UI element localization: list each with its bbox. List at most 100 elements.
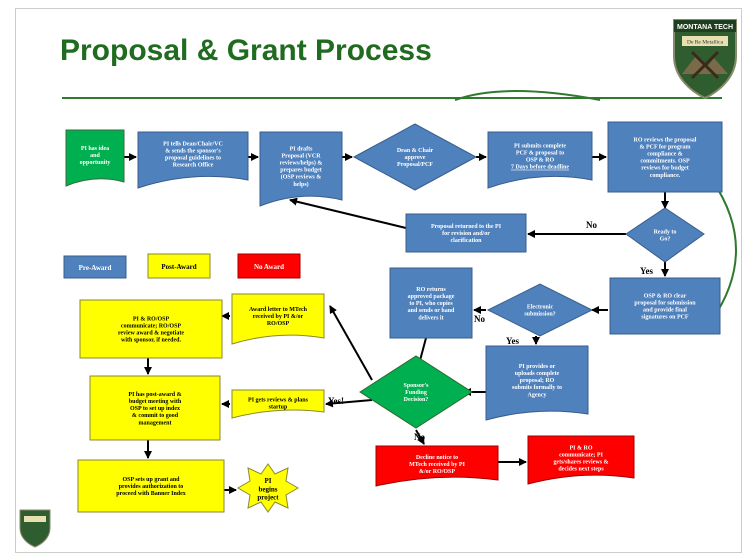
node-label-line: budget meeting with xyxy=(129,399,182,405)
node-label-line: Electronic xyxy=(527,305,554,311)
slide-frame xyxy=(15,8,742,553)
node-ro-review xyxy=(607,121,723,193)
node-label-line: & sends the sponsor's xyxy=(165,149,221,155)
node-label-line: gets/shares reviews & xyxy=(553,460,608,466)
node-label-line: and xyxy=(90,153,100,159)
node-ready xyxy=(625,207,705,263)
montana-tech-logo: MONTANA TECH De Re Metallica xyxy=(673,19,737,100)
node-label-line: PCF & proposal to xyxy=(516,151,564,157)
node-post-meeting xyxy=(89,375,221,441)
edge-ready-yes: Yes xyxy=(640,266,653,276)
node-label-line: Proposal/PCF xyxy=(397,162,433,168)
legend-pre-award-swatch xyxy=(63,255,127,279)
node-drafts xyxy=(259,131,343,207)
node-label-line: PI xyxy=(265,477,272,485)
node-label-line: proceed with Banner Index xyxy=(116,491,186,497)
edge-electronic-yes: Yes xyxy=(506,336,519,346)
node-label-line: OSP & RO clear xyxy=(644,294,687,300)
node-label-line: Sponsor's xyxy=(403,383,429,389)
node-decline xyxy=(375,445,499,487)
node-award-letter xyxy=(231,293,325,345)
node-label-line: opportunity xyxy=(80,160,111,166)
node-label-line: delivers it xyxy=(418,315,443,321)
node-label-line: (OSP reviews & xyxy=(281,174,322,181)
node-label-line: Award letter to MTech xyxy=(249,307,308,313)
node-label-line: and provide final xyxy=(643,308,687,314)
node-communicate-no xyxy=(527,435,635,485)
node-label-line: PI has post-award & xyxy=(128,392,181,398)
node-label-line: provides authorization to xyxy=(119,484,184,490)
decorative-swoosh xyxy=(454,90,601,101)
node-tells xyxy=(137,131,249,189)
node-label-line: Ready to xyxy=(654,230,677,236)
legend-post-award-swatch xyxy=(147,253,211,279)
label-ro-review: RO reviews the proposal& PCF for program… xyxy=(634,137,697,178)
node-label-line: Decision? xyxy=(404,397,429,403)
node-label-line: RO returns xyxy=(416,287,446,293)
node-communicate-yes xyxy=(79,299,223,359)
node-label-line: Research Office xyxy=(173,163,214,169)
node-returned xyxy=(405,213,527,253)
node-uploads xyxy=(485,345,589,421)
svg-text:MONTANA TECH: MONTANA TECH xyxy=(677,24,733,31)
node-label-line: compliance & xyxy=(647,152,683,158)
node-label-line: OSP to set up index xyxy=(130,406,180,412)
node-label-line: review award & negotiate xyxy=(118,331,184,337)
arrow-funding-to-award xyxy=(329,305,373,381)
node-clear xyxy=(609,277,721,335)
node-label-line: PI & RO xyxy=(570,446,593,452)
title-divider xyxy=(62,97,722,99)
node-label-line: PI gets reviews & plans xyxy=(248,398,309,404)
node-reviews-plans xyxy=(231,389,325,419)
node-label-line: 7 Days before deadline xyxy=(511,165,569,171)
node-begins xyxy=(237,463,299,513)
node-label-line: MTech received by PI xyxy=(409,462,465,468)
node-label-line: PI has idea xyxy=(81,146,109,152)
node-label-line: reviews/helps) & xyxy=(280,160,323,167)
edge-electronic-no: No xyxy=(474,314,485,324)
node-label-line: for revision and/or xyxy=(442,231,490,237)
node-funding xyxy=(359,355,473,429)
node-label-line: PI drafts xyxy=(290,146,313,152)
node-label-line: communicate; RO/OSP xyxy=(121,324,181,330)
label-tells: PI tells Dean/Chair/VC& sends the sponso… xyxy=(163,142,223,169)
node-label-line: compliance. xyxy=(650,173,681,179)
node-label-line: Proposal (VCR xyxy=(281,153,321,160)
node-label-line: Decline notice to xyxy=(416,455,458,461)
node-label-line: clarification xyxy=(451,238,483,244)
node-label-line: to PI, who copies xyxy=(409,301,453,307)
node-label-line: PI & RO/OSP xyxy=(133,317,170,323)
page-title: Proposal & Grant Process xyxy=(60,34,432,67)
node-label-line: PI provides or xyxy=(519,364,556,370)
node-label-line: Agency xyxy=(528,392,547,398)
node-label-line: decides next steps xyxy=(558,467,604,473)
node-label-line: OSP sets up grant and xyxy=(122,477,180,483)
legend-pre-award: Pre-Award xyxy=(79,264,112,272)
svg-text:De Re Metallica: De Re Metallica xyxy=(687,40,724,46)
node-label-line: &/or RO/OSP xyxy=(419,469,455,475)
node-label-line: and sends or hand xyxy=(408,308,455,314)
node-label-line: RO/OSP xyxy=(267,321,290,327)
node-label-line: reviews for budget xyxy=(641,166,688,172)
node-label-line: received by PI &/or xyxy=(253,314,304,320)
node-label-line: approve xyxy=(405,155,426,161)
node-label-line: helps) xyxy=(293,181,308,188)
arrow-funding-to-plans xyxy=(325,399,373,408)
node-label-line: submission? xyxy=(524,312,555,318)
node-setup xyxy=(77,459,225,513)
